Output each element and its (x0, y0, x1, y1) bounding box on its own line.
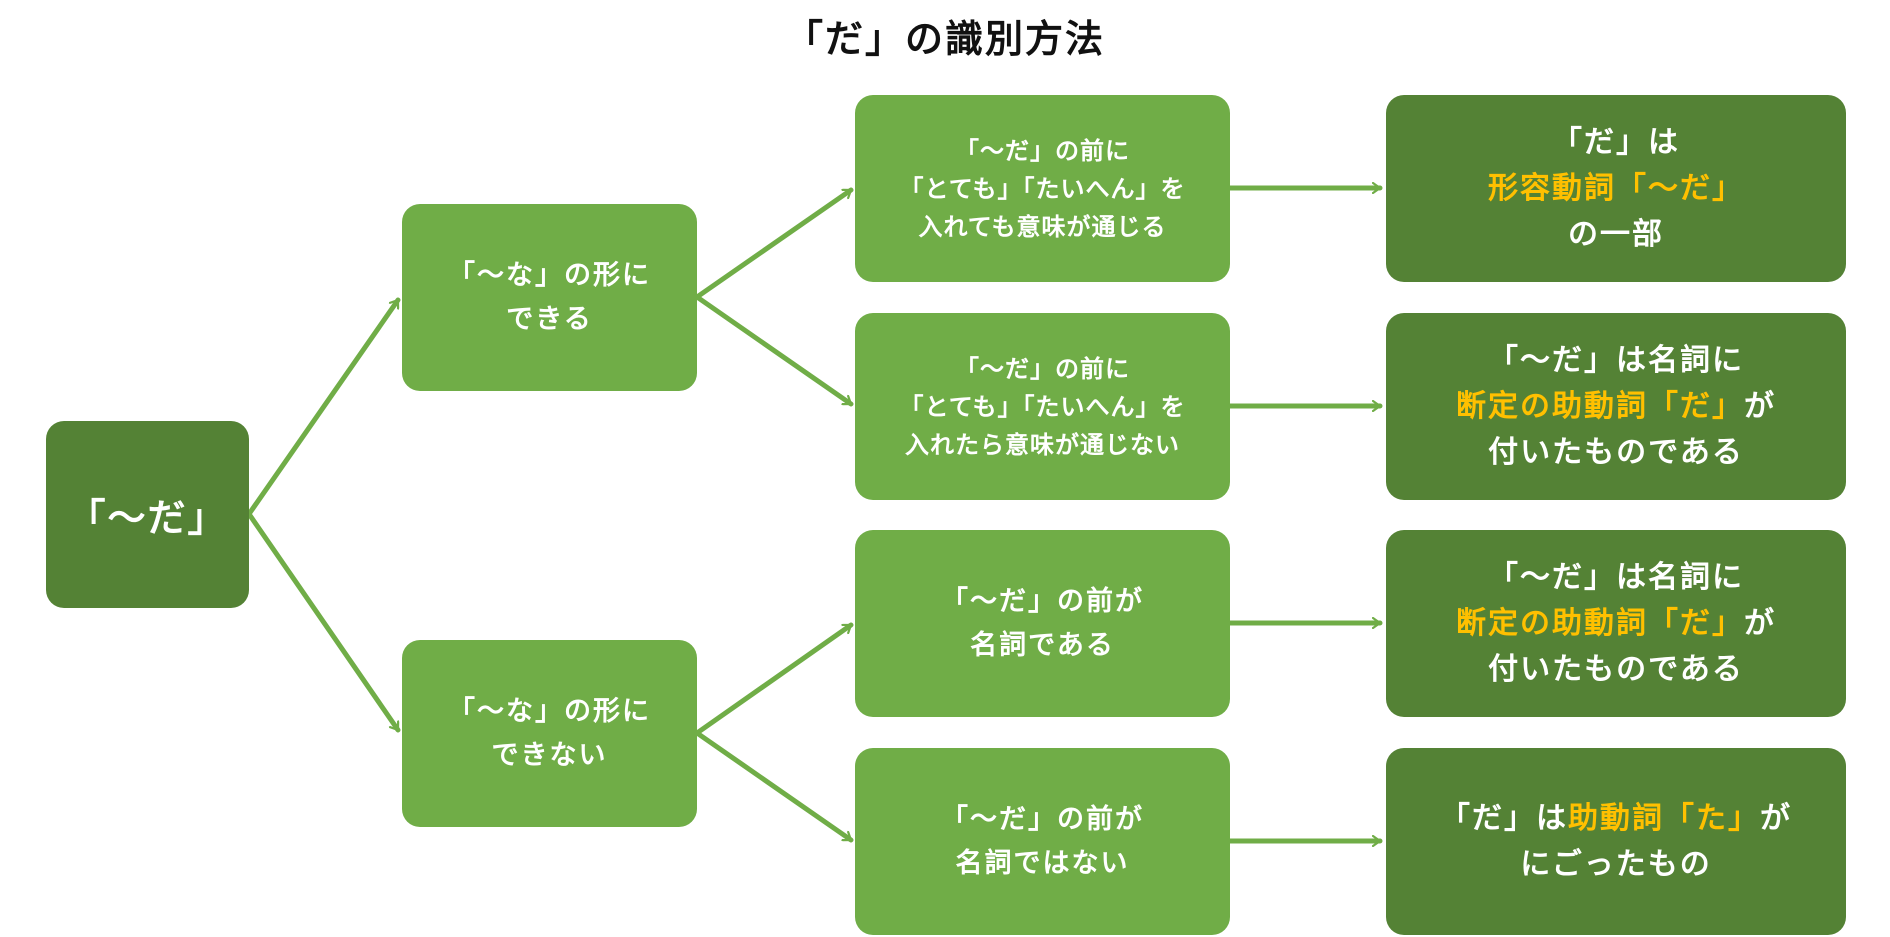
result-node-adjectival-verb: 「だ」は 形容動詞「～だ」 の一部 (1386, 95, 1846, 282)
result-text: 「～だ」は名詞に (1488, 342, 1744, 378)
result-text: 付いたものである (1488, 434, 1744, 470)
condition-line: 「～だ」の前に (955, 354, 1130, 383)
root-label: 「～だ」 (67, 496, 228, 540)
branch-label-line: できる (506, 303, 593, 335)
result-highlight-text: 助動詞「た」 (1568, 800, 1760, 836)
result-highlight-text: 断定の助動詞「だ」 (1456, 605, 1744, 641)
branch-label-line: できない (491, 739, 608, 771)
condition-node-totemo-makes-sense: 「～だ」の前に 「とても」「たいへん」を 入れても意味が通じる (855, 95, 1230, 282)
result-node-assertive-auxiliary-2: 「～だ」は名詞に 断定の助動詞「だ」が 付いたものである (1386, 530, 1846, 717)
result-text: 「だ」は (1552, 124, 1680, 160)
arrow-branch-2-to-cond-4 (694, 730, 854, 843)
condition-line: 入れても意味が通じる (918, 212, 1167, 241)
condition-node-totemo-no-sense: 「～だ」の前に 「とても」「たいへん」を 入れたら意味が通じない (855, 313, 1230, 500)
condition-line: 入れたら意味が通じない (905, 430, 1180, 459)
result-text: 「～だ」は名詞に (1488, 559, 1744, 595)
result-line: 「だ」は (1488, 120, 1744, 166)
result-line: 付いたものである (1456, 430, 1776, 476)
result-line: 「～だ」は名詞に (1456, 555, 1776, 601)
root-node: 「～だ」 (46, 421, 249, 608)
condition-node-not-preceded-by-noun: 「～だ」の前が 名詞ではない (855, 748, 1230, 935)
condition-line: 「とても」「たいへん」を (899, 392, 1186, 421)
result-text: が (1744, 605, 1776, 641)
result-node-assertive-auxiliary: 「～だ」は名詞に 断定の助動詞「だ」が 付いたものである (1386, 313, 1846, 500)
branch-node-na-form-possible: 「～な」の形に できる (402, 204, 697, 391)
branch-label-line: 「～な」の形に (448, 259, 651, 291)
result-highlight-text: 断定の助動詞「だ」 (1456, 388, 1744, 424)
result-node-voiced-ta: 「だ」は助動詞「た」が にごったもの (1386, 748, 1846, 935)
result-line: 「～だ」は名詞に (1456, 338, 1776, 384)
result-text: にごったもの (1520, 846, 1712, 882)
arrow-root-to-branch-2 (246, 511, 401, 733)
condition-line: 名詞ではない (955, 847, 1130, 879)
result-text: 「だ」は (1440, 800, 1568, 836)
arrow-root-to-branch-1 (246, 297, 401, 517)
result-line: 付いたものである (1456, 647, 1776, 693)
condition-line: 「～だ」の前が (941, 585, 1144, 617)
branch-label-line: 「～な」の形に (448, 695, 651, 727)
condition-line: 名詞である (970, 629, 1115, 661)
result-line: にごったもの (1440, 842, 1792, 888)
result-text: 付いたものである (1488, 651, 1744, 687)
result-highlight-text: 形容動詞「～だ」 (1488, 170, 1744, 206)
result-text: が (1760, 800, 1792, 836)
result-text: の一部 (1568, 216, 1664, 252)
result-line: 「だ」は助動詞「た」が (1440, 796, 1792, 842)
condition-line: 「とても」「たいへん」を (899, 174, 1186, 203)
condition-line: 「～だ」の前が (941, 803, 1144, 835)
result-text: が (1744, 388, 1776, 424)
result-line: 断定の助動詞「だ」が (1456, 601, 1776, 647)
diagram-title: 「だ」の識別方法 (784, 17, 1105, 61)
arrow-branch-1-to-cond-1 (694, 187, 854, 300)
result-line: 断定の助動詞「だ」が (1456, 384, 1776, 430)
condition-line: 「～だ」の前に (955, 136, 1130, 165)
result-line: 形容動詞「～だ」 (1488, 166, 1744, 212)
condition-node-preceded-by-noun: 「～だ」の前が 名詞である (855, 530, 1230, 717)
branch-node-na-form-impossible: 「～な」の形に できない (402, 640, 697, 827)
result-line: の一部 (1488, 212, 1744, 258)
arrow-branch-1-to-cond-2 (694, 294, 854, 407)
arrow-branch-2-to-cond-3 (694, 622, 854, 736)
